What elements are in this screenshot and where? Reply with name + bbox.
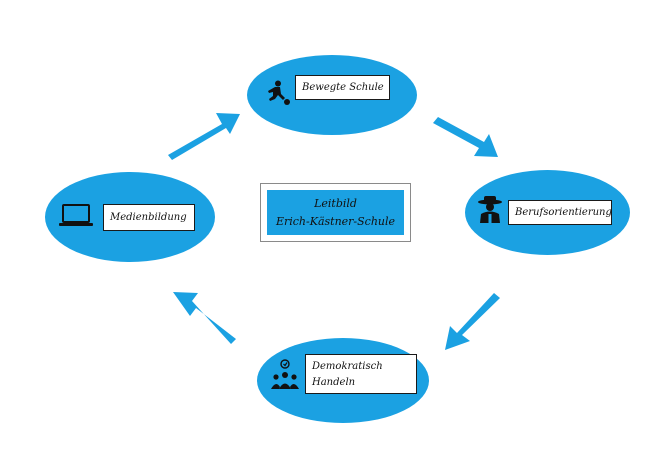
- node-berufsorientierung: Berufsorientierung: [465, 170, 630, 255]
- arrow-top-to-right: [433, 117, 498, 157]
- node-medienbildung: Medienbildung: [45, 172, 215, 262]
- center-subtitle: Erich-Kästner-Schule: [275, 214, 396, 228]
- node-demokratisch-handeln-text-2: Handeln: [312, 376, 356, 388]
- node-demokratisch-handeln-label: Demokratisch Handeln: [305, 354, 417, 394]
- node-demokratisch-handeln: Demokratisch Handeln: [257, 338, 429, 423]
- arrow-left-to-top: [168, 113, 240, 160]
- arrow-bottom-to-left: [173, 292, 236, 344]
- center-title: Leitbild: [314, 196, 357, 210]
- node-medienbildung-label: Medienbildung: [103, 204, 195, 231]
- node-berufsorientierung-text: Berufsorientierung: [515, 207, 612, 218]
- node-bewegte-schule-label: Bewegte Schule: [295, 75, 390, 100]
- node-bewegte-schule-text: Bewegte Schule: [302, 82, 384, 93]
- center-box: Leitbild Erich-Kästner-Schule: [260, 183, 411, 242]
- node-berufsorientierung-label: Berufsorientierung: [508, 200, 612, 225]
- soccer-player-icon: [268, 80, 290, 105]
- people-group-icon: [271, 359, 299, 389]
- node-demokratisch-handeln-text-1: Demokratisch: [312, 360, 383, 372]
- arrow-right-to-bottom: [445, 293, 500, 350]
- center-box-inner: Leitbild Erich-Kästner-Schule: [267, 190, 404, 235]
- node-medienbildung-text: Medienbildung: [110, 212, 187, 223]
- node-bewegte-schule: Bewegte Schule: [247, 55, 417, 135]
- farmer-icon: [478, 196, 502, 223]
- laptop-icon: [59, 204, 93, 226]
